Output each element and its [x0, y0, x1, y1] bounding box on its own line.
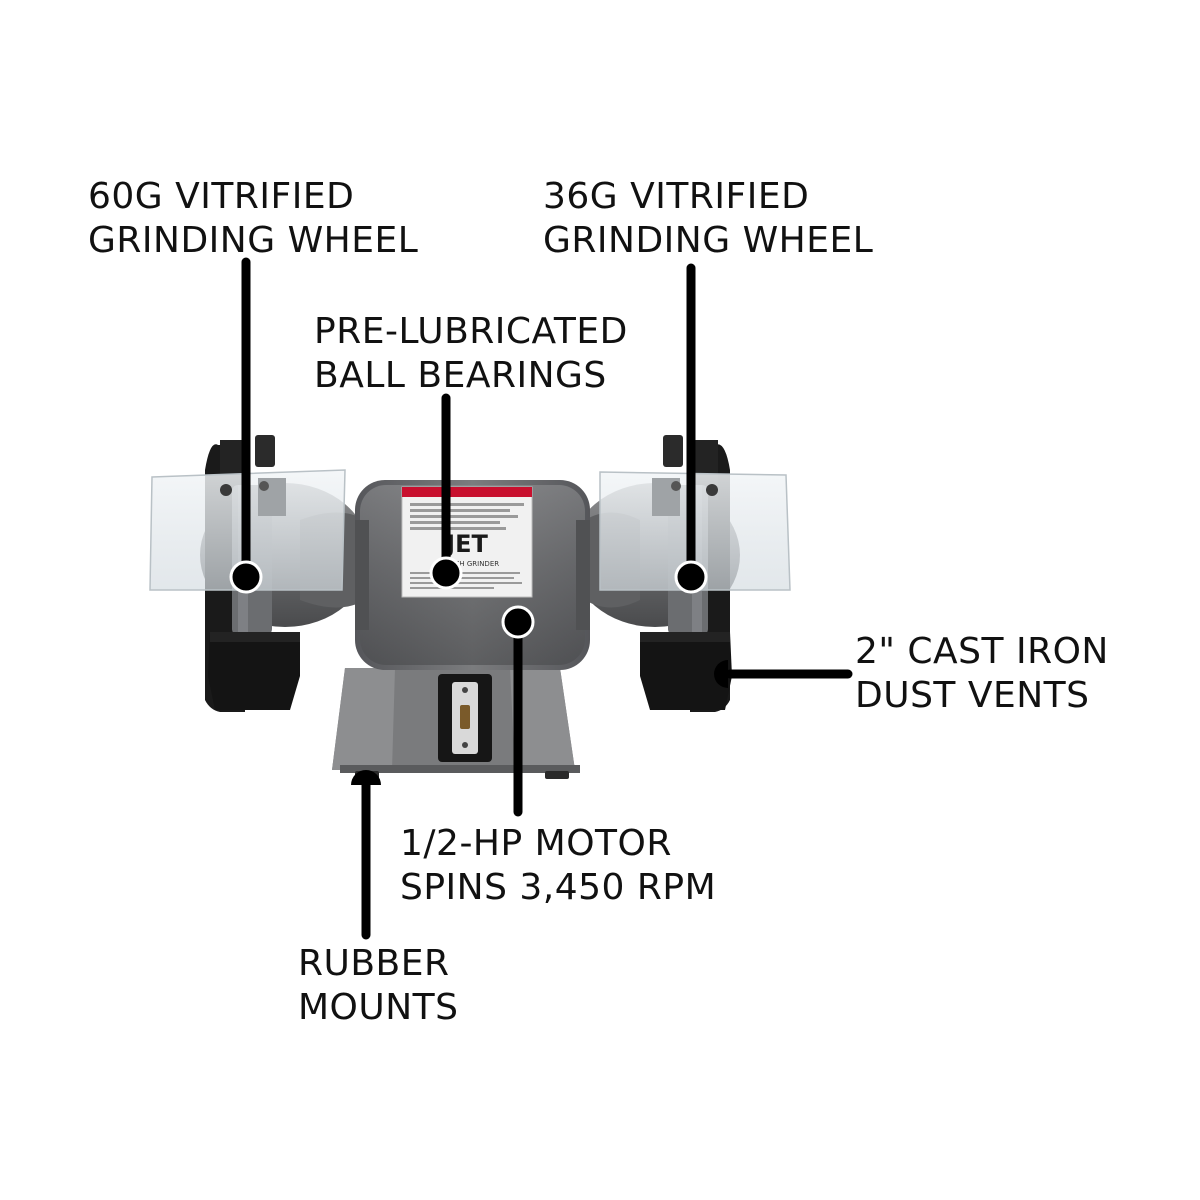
callout-36g-grinding-wheel: 36G VITRIFIED GRINDING WHEEL [543, 175, 873, 263]
marker-motor [501, 605, 535, 639]
callout-line: PRE-LUBRICATED [314, 311, 628, 352]
label-heading: BENCH GRINDER [440, 560, 499, 568]
callout-line: 36G VITRIFIED [543, 176, 810, 217]
marker-36g-wheel [674, 560, 708, 594]
callout-line: 2" CAST IRON [855, 631, 1109, 672]
callout-line: RUBBER [298, 943, 450, 984]
callout-line: SPINS 3,450 RPM [400, 867, 717, 908]
leader-markers [229, 556, 728, 785]
marker-bearings [429, 556, 463, 590]
callout-ball-bearings: PRE-LUBRICATED BALL BEARINGS [314, 310, 628, 398]
callout-line: MOUNTS [298, 987, 459, 1028]
callout-line: GRINDING WHEEL [88, 220, 419, 261]
marker-dust-vents [714, 660, 728, 688]
callout-rubber-mounts: RUBBER MOUNTS [298, 942, 459, 1030]
callout-line: BALL BEARINGS [314, 355, 607, 396]
marker-60g-wheel [229, 560, 263, 594]
callout-line: 1/2-HP MOTOR [400, 823, 672, 864]
callout-line: GRINDING WHEEL [543, 220, 874, 261]
callout-motor: 1/2-HP MOTOR SPINS 3,450 RPM [400, 822, 716, 910]
power-switch-plate [438, 674, 492, 762]
right-tool-rest [640, 632, 732, 710]
callout-60g-grinding-wheel: 60G VITRIFIED GRINDING WHEEL [88, 175, 418, 263]
marker-rubber-mounts [351, 770, 381, 785]
callout-line: DUST VENTS [855, 675, 1090, 716]
jet-logo: JET [444, 530, 488, 558]
left-tool-rest [208, 632, 300, 710]
callout-line: 60G VITRIFIED [88, 176, 355, 217]
product-label: JET BENCH GRINDER [401, 486, 533, 598]
callout-dust-vents: 2" CAST IRON DUST VENTS [855, 630, 1109, 718]
